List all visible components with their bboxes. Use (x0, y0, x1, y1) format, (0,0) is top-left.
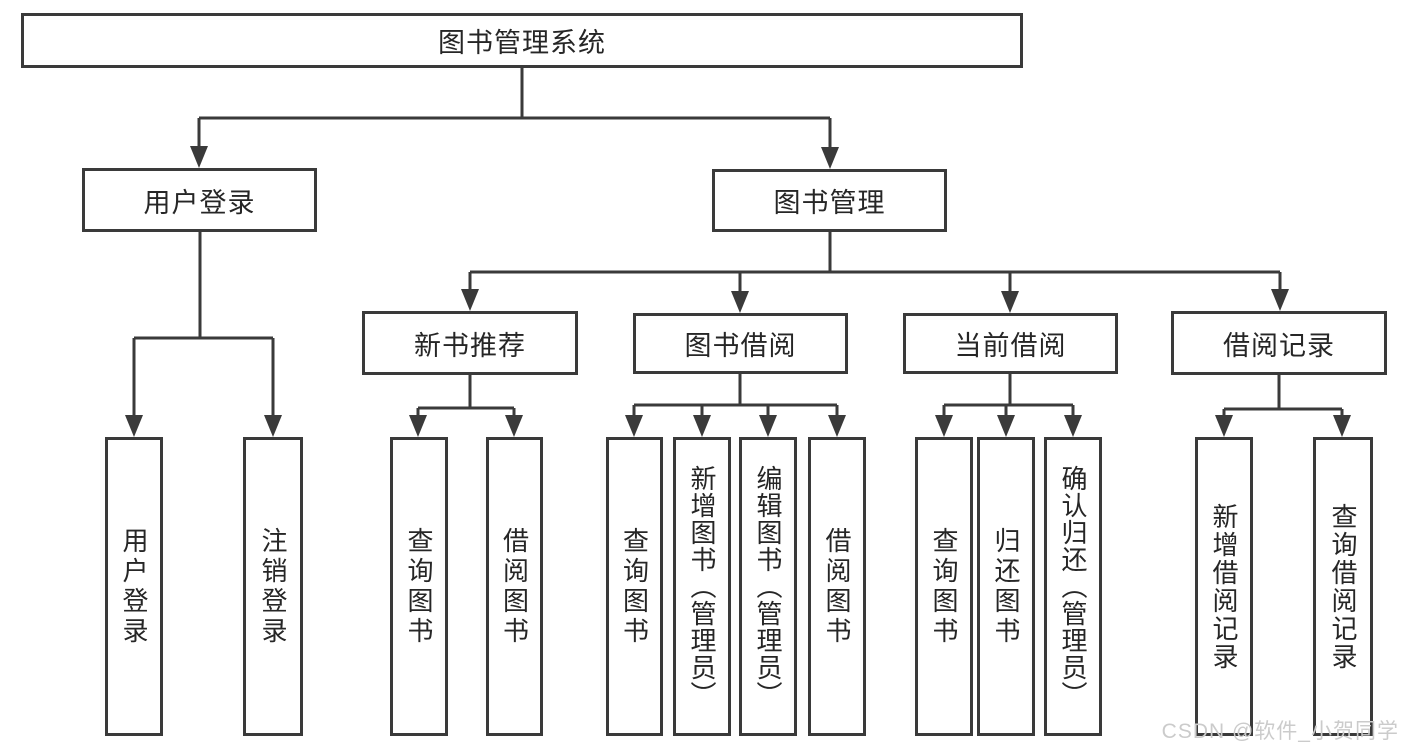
node-leaf-user-login: 用户登录 (105, 437, 163, 736)
node-borrow-records-label: 借阅记录 (1223, 330, 1335, 361)
node-leaf-add-book-admin-label: 新增图书（管理员） (687, 465, 717, 708)
connector-user-login (132, 232, 275, 419)
node-leaf-confirm-return-admin-label: 确认归还（管理员） (1058, 465, 1088, 708)
node-new-book-recommend: 新书推荐 (362, 311, 578, 375)
node-leaf-borrow-book-1-label: 借阅图书 (499, 526, 530, 647)
node-leaf-user-login-label: 用户登录 (119, 526, 149, 647)
node-leaf-query-book-3: 查询图书 (915, 437, 973, 736)
node-borrow-records: 借阅记录 (1171, 311, 1387, 375)
node-leaf-edit-book-admin: 编辑图书（管理员） (739, 437, 797, 736)
node-leaf-query-book-1: 查询图书 (390, 437, 448, 736)
node-leaf-logout: 注销登录 (243, 437, 303, 736)
node-leaf-borrow-book-2-label: 借阅图书 (822, 526, 852, 647)
node-book-borrow: 图书借阅 (633, 313, 848, 374)
node-book-borrow-label: 图书借阅 (684, 331, 797, 361)
connector-current-borrow (942, 374, 1075, 419)
watermark: CSDN @软件_小贺同学 (1161, 720, 1399, 743)
node-leaf-add-book-admin: 新增图书（管理员） (673, 437, 731, 736)
node-leaf-borrow-book-1: 借阅图书 (486, 437, 543, 736)
node-leaf-return-book: 归还图书 (977, 437, 1035, 736)
node-leaf-add-borrow-record-label: 新增借阅记录 (1209, 502, 1239, 671)
node-leaf-query-book-3-label: 查询图书 (929, 526, 959, 647)
node-leaf-query-borrow-record-label: 查询借阅记录 (1328, 502, 1358, 671)
connector-book-borrow (632, 374, 839, 419)
node-book-mgmt-label: 图书管理 (773, 188, 886, 218)
node-library-system: 图书管理系统 (21, 13, 1023, 68)
node-leaf-query-borrow-record: 查询借阅记录 (1313, 437, 1373, 736)
connector-borrow-records (1222, 375, 1344, 419)
node-new-book-recommend-label: 新书推荐 (414, 330, 526, 361)
node-current-borrow-label: 当前借阅 (954, 331, 1067, 361)
node-current-borrow: 当前借阅 (903, 313, 1118, 374)
node-leaf-edit-book-admin-label: 编辑图书（管理员） (753, 465, 783, 708)
node-book-mgmt: 图书管理 (712, 169, 947, 232)
node-leaf-logout-label: 注销登录 (258, 526, 288, 647)
node-user-login: 用户登录 (82, 168, 317, 232)
node-leaf-query-book-2-label: 查询图书 (619, 526, 650, 647)
node-leaf-return-book-label: 归还图书 (991, 526, 1021, 647)
node-leaf-confirm-return-admin: 确认归还（管理员） (1044, 437, 1102, 736)
connector-new-book (416, 375, 516, 419)
connector-root (197, 68, 832, 151)
node-leaf-query-book-2: 查询图书 (606, 437, 663, 736)
arrowheads (125, 146, 1351, 437)
node-user-login-label: 用户登录 (143, 187, 256, 218)
connector-book-mgmt (468, 232, 1282, 295)
node-leaf-query-book-1-label: 查询图书 (404, 526, 434, 647)
node-leaf-add-borrow-record: 新增借阅记录 (1195, 437, 1253, 736)
node-library-system-label: 图书管理系统 (438, 28, 606, 58)
node-leaf-borrow-book-2: 借阅图书 (808, 437, 866, 736)
